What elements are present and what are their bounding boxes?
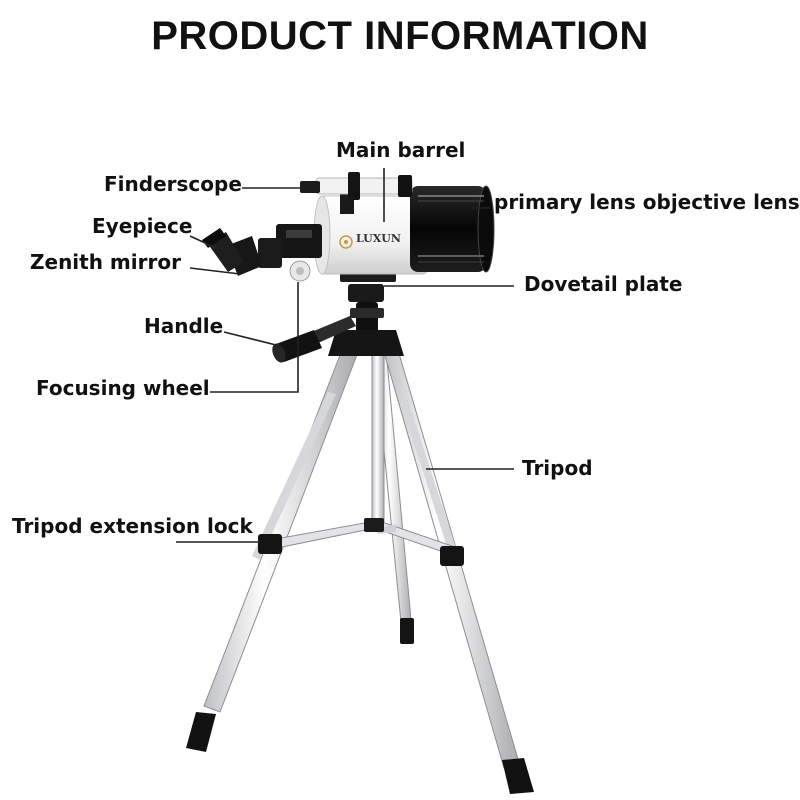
page-title: PRODUCT INFORMATION bbox=[151, 14, 649, 58]
pan-handle bbox=[272, 316, 356, 363]
label-main-barrel: Main barrel bbox=[336, 138, 466, 162]
leader-eyepiece bbox=[189, 235, 217, 249]
tripod-back-foot bbox=[400, 618, 414, 644]
label-handle: Handle bbox=[144, 314, 224, 338]
leader-lines bbox=[176, 168, 514, 543]
label-focusing-wheel: Focusing wheel bbox=[36, 376, 210, 400]
tripod-legs bbox=[203, 344, 521, 769]
label-primary-lens: primary lens objective lens bbox=[494, 190, 800, 214]
leader-zenith-mirror bbox=[189, 267, 241, 275]
extension-lock-right bbox=[440, 546, 464, 566]
spreader-brace bbox=[258, 518, 464, 566]
label-eyepiece: Eyepiece bbox=[92, 214, 193, 238]
tripod-feet bbox=[186, 712, 534, 794]
leader-handle bbox=[223, 331, 281, 347]
tripod-center-column bbox=[371, 344, 385, 526]
label-dovetail-plate: Dovetail plate bbox=[524, 272, 683, 296]
tripod-right-foot bbox=[502, 758, 534, 794]
label-zenith-mirror: Zenith mirror bbox=[30, 250, 181, 274]
extension-lock-left bbox=[258, 534, 282, 554]
finderscope bbox=[300, 172, 413, 214]
leader-focusing-wheel bbox=[210, 282, 299, 393]
objective-lens-hood bbox=[410, 185, 495, 273]
spreader-hub bbox=[364, 518, 384, 532]
label-tripod: Tripod bbox=[522, 456, 593, 480]
focuser-assembly bbox=[202, 224, 322, 282]
brand-logo bbox=[339, 235, 353, 249]
tripod-left-foot bbox=[186, 712, 216, 752]
brand-wordmark: LUXUN bbox=[356, 232, 401, 245]
label-tripod-extension-lock: Tripod extension lock bbox=[12, 514, 253, 538]
tripod-head bbox=[328, 284, 404, 356]
label-finderscope: Finderscope bbox=[104, 172, 242, 196]
